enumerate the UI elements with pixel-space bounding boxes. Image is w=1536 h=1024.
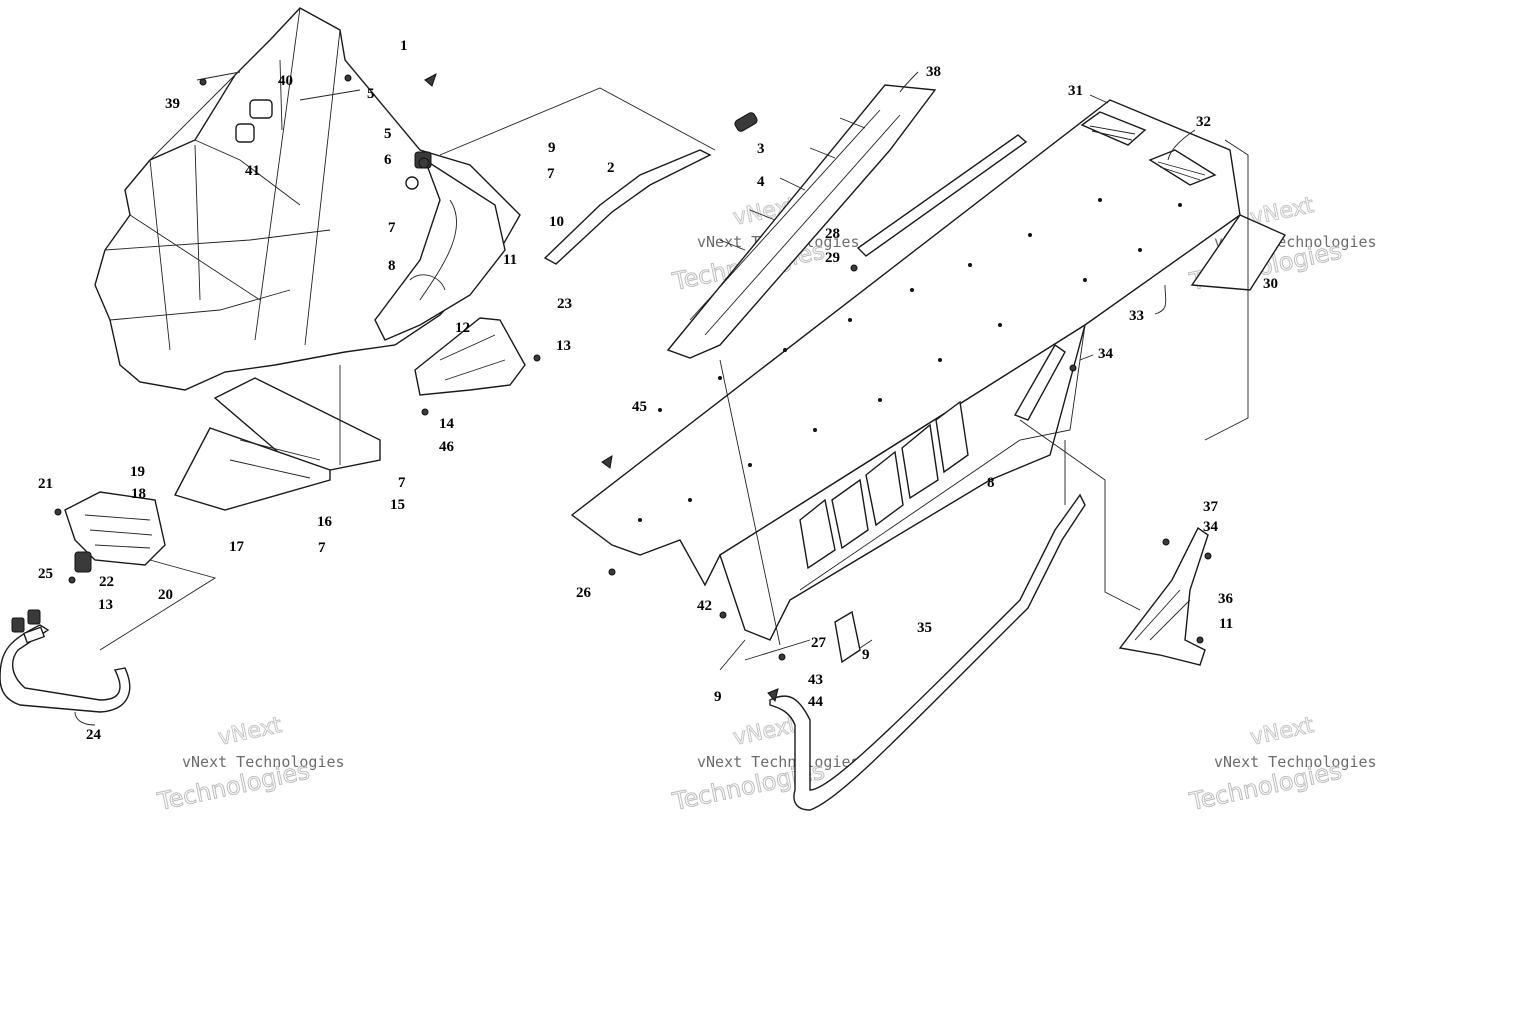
callout-18: 18 <box>131 486 146 502</box>
callout-38: 38 <box>926 64 941 80</box>
callout-36: 36 <box>1218 591 1234 607</box>
callout-9-c: 9 <box>714 689 722 705</box>
callout-12: 12 <box>455 320 470 336</box>
callout-17: 17 <box>229 539 245 555</box>
callout-7-b: 7 <box>388 220 396 236</box>
callout-10: 10 <box>549 214 564 230</box>
callout-30: 30 <box>1263 276 1278 292</box>
callout-13-b: 13 <box>98 597 113 613</box>
callout-43: 43 <box>808 672 823 688</box>
callout-1: 1 <box>400 38 408 54</box>
callout-24: 24 <box>86 727 102 743</box>
callout-40: 40 <box>278 73 293 89</box>
callout-9-a: 9 <box>548 140 556 156</box>
callout-15: 15 <box>390 497 405 513</box>
callout-2: 2 <box>607 160 615 176</box>
watermark: vNext vNext Technologies Technologies <box>154 712 345 816</box>
watermark: vNext vNext Technologies Technologies <box>669 712 860 816</box>
callout-11-a: 11 <box>503 252 517 268</box>
callout-46: 46 <box>439 439 455 455</box>
watermark-line1: vNext Technologies <box>182 753 345 771</box>
callout-20: 20 <box>158 587 173 603</box>
callout-19: 19 <box>130 464 145 480</box>
callout-8-a: 8 <box>388 258 396 274</box>
callout-4: 4 <box>757 174 765 190</box>
callout-44: 44 <box>808 694 824 710</box>
watermark-line0: vNext <box>216 713 284 751</box>
callout-41: 41 <box>245 163 260 179</box>
callout-31: 31 <box>1068 83 1083 99</box>
callout-8-b: 8 <box>987 475 995 491</box>
callout-16: 16 <box>317 514 333 530</box>
tunnel-assembly <box>570 84 1287 811</box>
watermark: vNext vNext Technologies Technologies <box>1186 712 1377 816</box>
callout-7-d: 7 <box>318 540 326 556</box>
callout-34-a: 34 <box>1098 346 1114 362</box>
callout-37: 37 <box>1203 499 1219 515</box>
callout-27: 27 <box>811 635 827 651</box>
callout-29: 29 <box>825 250 840 266</box>
guide-lines <box>74 71 1249 726</box>
callout-39: 39 <box>165 96 180 112</box>
callout-labels: 1 2 3 4 5 5 6 7 7 7 7 8 8 9 9 9 10 11 11… <box>38 38 1278 743</box>
watermark-line0: vNext <box>731 713 799 751</box>
callout-3: 3 <box>757 141 765 157</box>
callout-21: 21 <box>38 476 53 492</box>
callout-42: 42 <box>697 598 712 614</box>
callout-9-b: 9 <box>862 647 870 663</box>
callout-7-c: 7 <box>398 475 406 491</box>
tunnel-holes <box>638 198 1182 522</box>
callout-13-a: 13 <box>556 338 571 354</box>
callout-5-upper: 5 <box>367 86 375 102</box>
callout-32: 32 <box>1196 114 1211 130</box>
callout-23: 23 <box>557 296 572 312</box>
callout-26: 26 <box>576 585 592 601</box>
callout-34-b: 34 <box>1203 519 1219 535</box>
callout-22: 22 <box>99 574 114 590</box>
callout-6: 6 <box>384 152 392 168</box>
front-frame-assembly <box>0 7 758 713</box>
callout-35: 35 <box>917 620 932 636</box>
watermark-line1: vNext Technologies <box>697 753 860 771</box>
callout-33: 33 <box>1129 308 1144 324</box>
watermark-line0: vNext <box>1248 713 1316 751</box>
callout-14: 14 <box>439 416 455 432</box>
callout-11-b: 11 <box>1219 616 1233 632</box>
callout-28: 28 <box>825 226 840 242</box>
callout-5-lower: 5 <box>384 126 392 142</box>
watermark-line1: vNext Technologies <box>1214 753 1377 771</box>
fasteners <box>54 72 1212 703</box>
callout-45: 45 <box>632 399 647 415</box>
callout-7-a: 7 <box>547 166 555 182</box>
callout-25: 25 <box>38 566 53 582</box>
